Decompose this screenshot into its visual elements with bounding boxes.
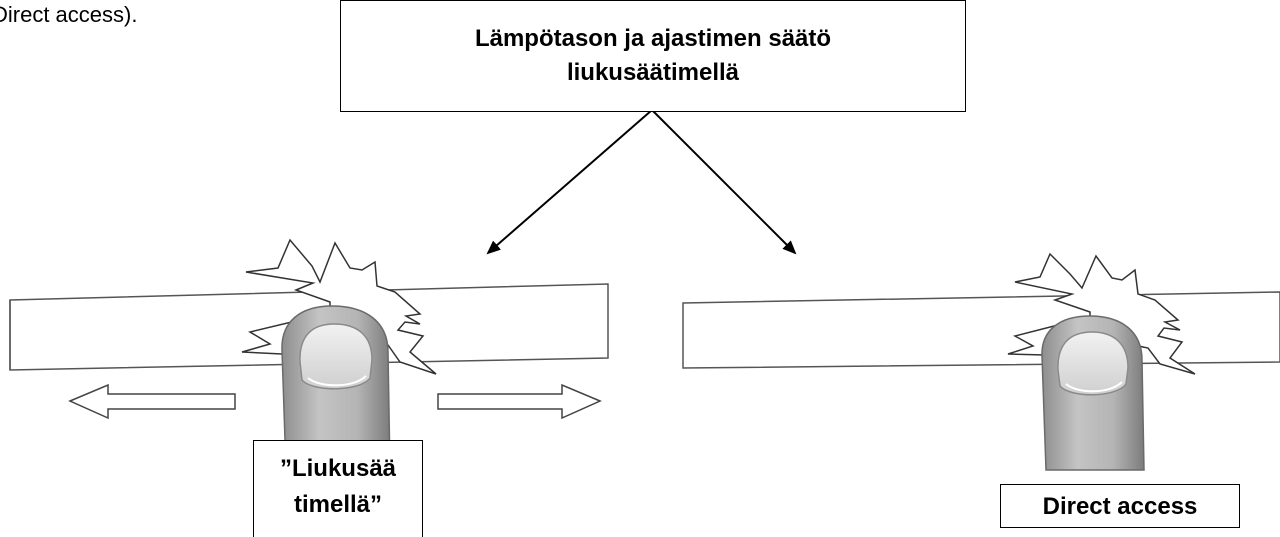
slider-label-line-2: timellä” <box>293 491 383 518</box>
finger-touch-icon <box>281 305 391 471</box>
arrow-right-icon <box>437 383 602 420</box>
arrow-to-slider <box>486 109 653 255</box>
title-box: Lämpötason ja ajastimen säätö liukusääti… <box>340 0 966 112</box>
title-line-2: liukusäätimellä <box>566 59 740 86</box>
arrow-to-direct <box>651 109 797 255</box>
slider-label-box: ”Liukusää timellä” <box>253 440 423 537</box>
burst-icon <box>1014 252 1196 375</box>
direct-access-label: Direct access <box>1000 484 1240 528</box>
direct-panel <box>682 291 1280 369</box>
slider-label-line-1: ”Liukusää <box>279 455 397 482</box>
arrow-left-icon <box>68 383 236 420</box>
intro-text: Direct access). <box>0 2 138 27</box>
finger-touch-icon <box>1041 315 1145 471</box>
title-line-1: Lämpötason ja ajastimen säätö <box>474 25 832 52</box>
